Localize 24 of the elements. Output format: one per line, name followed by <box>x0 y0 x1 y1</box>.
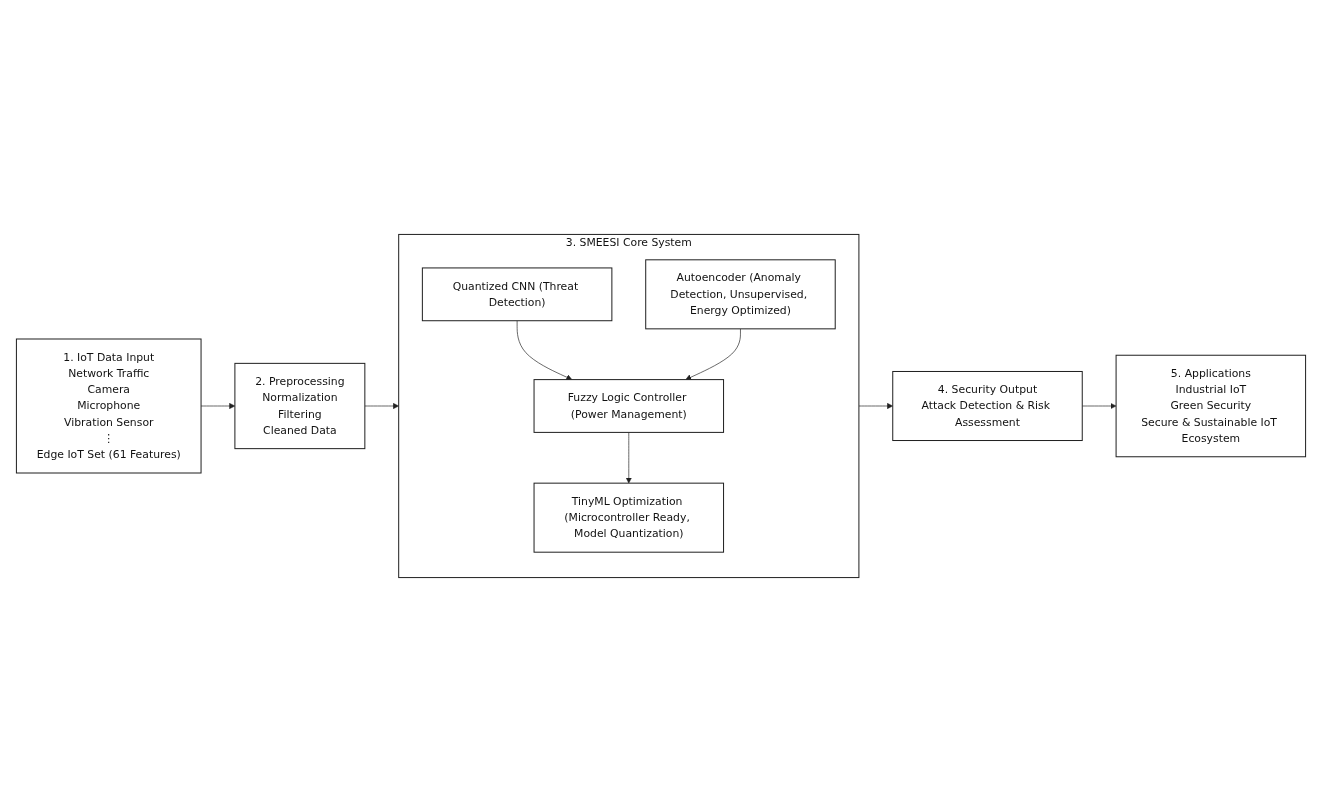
node-label: Edge IoT Set (61 Features) <box>36 447 181 461</box>
node-label: Vibration Sensor <box>63 415 153 429</box>
node-label: Industrial IoT <box>1175 382 1246 396</box>
node-label: Normalization <box>261 391 337 404</box>
process-box: Autoencoder (Anomaly Detection, Unsupervised, Energy Optimized) <box>644 259 836 330</box>
process-box: Fuzzy Logic Controller (Power Management) <box>533 379 724 433</box>
node-label: 2. Preprocessing <box>254 374 345 388</box>
process-box: 4. Security Output Attack Detection & Risk Assessment <box>891 370 1083 442</box>
node-label: Filtering <box>277 407 322 421</box>
node-label: 5. Applications <box>1170 366 1251 380</box>
node-label: Green Security <box>1169 399 1251 413</box>
node-label: Camera <box>86 382 130 396</box>
node-label: Cleaned Data <box>262 423 337 437</box>
process-box: Quantized CNN (Threat Detection) <box>421 267 612 322</box>
group-title: 3. SMEESI Core System <box>565 235 692 249</box>
process-box: 2. Preprocessing Normalization Filtering Cleaned Data <box>233 362 365 450</box>
process-box: TinyML Optimization (Microcontroller Ready, Model Quantization) <box>533 482 724 553</box>
process-box: 1. IoT Data Input Network Traffic Camera Microphone Vibration Sensor ⋮ Edge IoT Set (61 Features) <box>15 338 202 474</box>
process-box: 5. Applications Industrial IoT Green Security Secure & Sustainable IoT Ecosystem <box>1115 354 1306 458</box>
node-label: 1. IoT Data Input <box>62 350 154 364</box>
node-label: Secure & Sustainable IoT Ecosystem <box>1140 415 1277 445</box>
node-label: ⋮ <box>102 431 114 445</box>
node-label: Network Traffic <box>67 366 149 380</box>
node-label: Microphone <box>76 399 140 413</box>
